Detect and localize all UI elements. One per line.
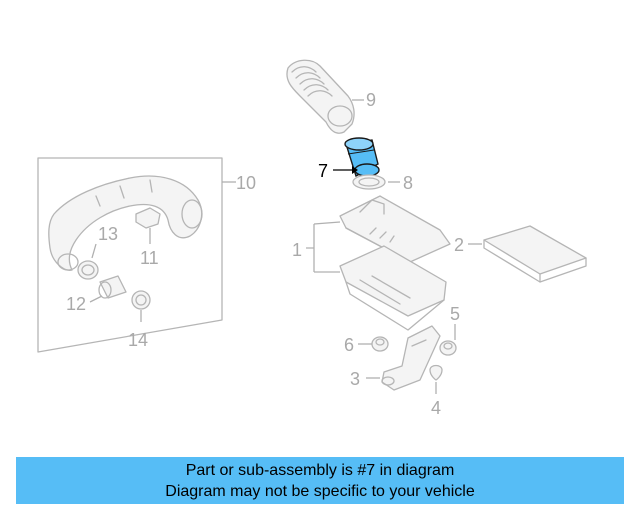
part-8-gasket[interactable]: [352, 174, 386, 190]
banner-line-2: Diagram may not be specific to your vehi…: [165, 483, 475, 500]
part-3-bracket[interactable]: [381, 325, 441, 391]
callout-3: 3: [350, 369, 360, 389]
part-14-clamp[interactable]: [131, 290, 151, 310]
part-9-intake-hose[interactable]: [286, 59, 355, 134]
callout-13: 13: [98, 224, 118, 244]
part-10-intake-duct[interactable]: [48, 175, 203, 271]
part-12-coupling[interactable]: [98, 275, 127, 299]
callout-10: 10: [236, 173, 256, 193]
callout-4: 4: [431, 398, 441, 418]
part-7-adapter-highlighted[interactable]: [344, 137, 380, 178]
callout-8: 8: [403, 173, 413, 193]
callout-14: 14: [128, 330, 148, 350]
part-11-sensor[interactable]: [135, 207, 161, 229]
callout-5: 5: [450, 304, 460, 324]
callout-12: 12: [66, 294, 86, 314]
callout-6: 6: [344, 335, 354, 355]
part-4-clip[interactable]: [429, 364, 443, 381]
callout-1: 1: [292, 240, 302, 260]
banner-line-1: Part or sub-assembly is #7 in diagram: [185, 462, 455, 479]
parts-diagram: 9 7 8 1 2 3: [37, 59, 587, 418]
callout-11: 11: [140, 248, 159, 268]
part-6-grommet[interactable]: [371, 336, 389, 352]
part-13-clamp[interactable]: [77, 260, 99, 280]
callout-2: 2: [454, 235, 464, 255]
part-5-grommet[interactable]: [439, 340, 457, 356]
part-1-air-cleaner-housing[interactable]: [339, 195, 451, 331]
subassembly-panel: [37, 157, 223, 353]
callout-9: 9: [366, 90, 376, 110]
info-banner: Part or sub-assembly is #7 in diagram Di…: [16, 457, 624, 504]
callout-7: 7: [318, 161, 328, 181]
part-2-filter-element[interactable]: [483, 225, 587, 283]
